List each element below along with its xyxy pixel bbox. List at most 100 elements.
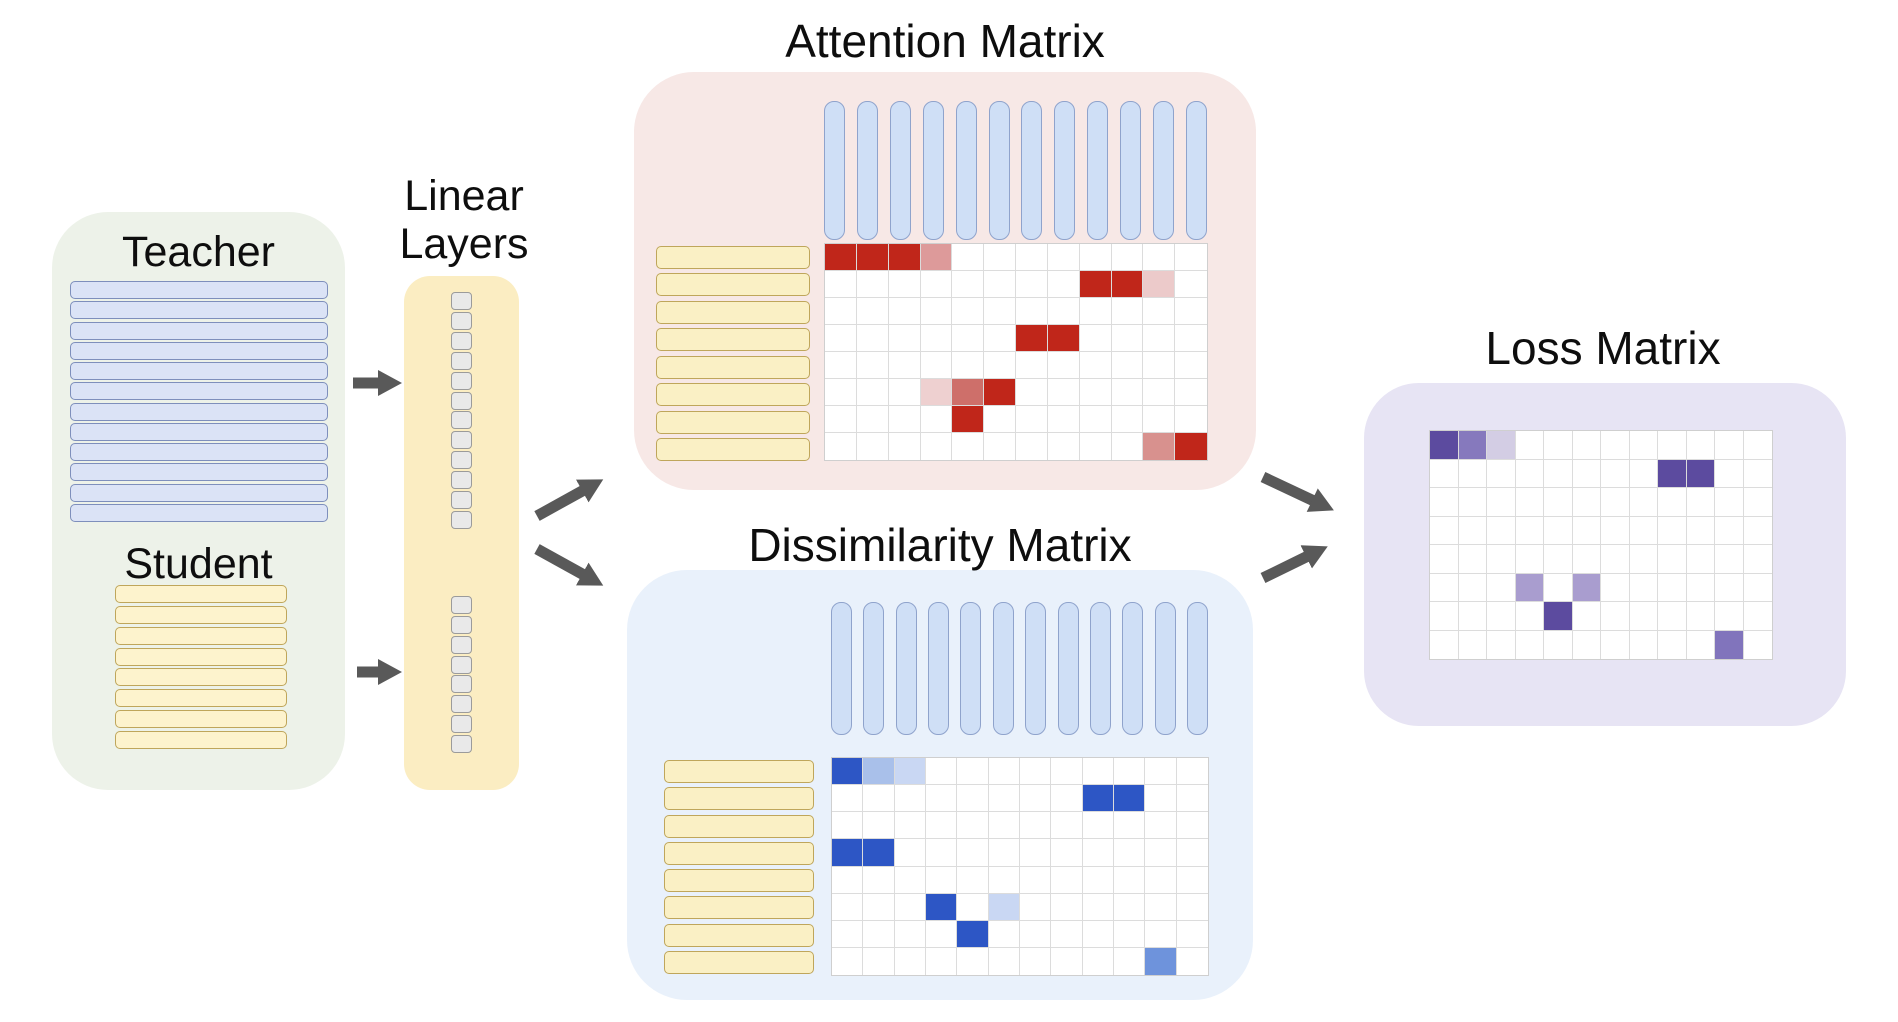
loss-cell [1487,630,1516,659]
dissimilarity-cell [1176,785,1208,813]
dissimilarity-cell [832,812,864,840]
dissimilarity-cell [832,893,864,921]
teacher-row [70,443,328,462]
linear-layers-box [404,276,519,790]
dissimilarity-cell [863,785,895,813]
loss-cell [1715,516,1744,545]
loss-cell [1458,431,1487,460]
dissimilarity-cell [1082,920,1114,948]
loss-cell [1458,516,1487,545]
dissimilarity-cell [1145,947,1177,975]
attention-cell [1080,433,1112,460]
loss-cell [1743,602,1772,631]
teacher-student-panel: Teacher Student [52,212,345,790]
dissimilarity-row-headers [664,760,814,974]
loss-cell [1572,431,1601,460]
dissimilarity-cell [1051,839,1083,867]
attention-cell [856,406,889,433]
dissimilarity-cell [894,758,926,786]
attention-cell [984,271,1016,298]
dissimilarity-column-capsule [928,602,950,735]
loss-cell [1430,602,1459,631]
attention-cell [952,271,985,298]
dissimilarity-cell [1020,947,1052,975]
loss-cell [1515,488,1544,517]
attention-cell [1016,271,1048,298]
attention-cell [984,406,1016,433]
loss-matrix-title: Loss Matrix [1485,322,1721,374]
dissimilarity-cell [832,947,864,975]
dissimilarity-cell [1051,947,1083,975]
linear-cell [451,675,472,694]
attention-cell [1079,325,1112,352]
loss-cell [1516,630,1544,659]
loss-cell [1601,488,1630,517]
attention-cell [888,271,921,298]
dissimilarity-cell [988,920,1020,948]
loss-cell [1487,545,1516,574]
attention-cell [1143,433,1176,460]
student-row [115,605,287,624]
dissimilarity-cell [1082,866,1114,894]
attention-cell [1111,244,1144,271]
dissimilarity-column-capsule [1025,602,1047,735]
attention-cell [920,379,953,406]
linear-layers-label-line2: Layers [399,220,529,268]
attention-cell [1047,271,1080,298]
dissimilarity-matrix-panel [627,570,1253,1000]
attention-cell [856,325,889,352]
linear-cell [451,431,472,450]
attention-cell [1175,406,1207,433]
loss-cell [1601,602,1630,631]
attention-cell [984,244,1016,271]
dissimilarity-row-header [664,814,814,838]
loss-cell [1515,545,1544,574]
attention-cell [1111,298,1144,325]
attention-column-capsule [1120,101,1142,240]
loss-cell [1544,573,1573,602]
attention-cell [1079,271,1112,298]
loss-cell [1458,545,1487,574]
attention-cell [857,433,889,460]
loss-cell [1544,602,1573,631]
attention-column-capsule [1021,101,1043,240]
attention-cell [825,244,857,271]
loss-cell [1601,459,1630,488]
loss-cell [1458,488,1487,517]
attention-cell [1016,352,1048,379]
loss-matrix-panel [1364,383,1846,726]
dissimilarity-cell [1083,947,1114,975]
attention-cell [825,271,857,298]
loss-cell [1515,573,1544,602]
loss-cell [1630,630,1658,659]
loss-cell [1544,516,1573,545]
attention-row-header [656,437,810,461]
loss-cell [1629,545,1658,574]
dissimilarity-cell [1114,785,1146,813]
student-row [115,585,287,603]
arrow-dissimilarity-to-loss [1260,545,1328,583]
linear-cell [451,292,472,310]
dissimilarity-cell [988,893,1020,921]
dissimilarity-cell [1051,785,1083,813]
student-label: Student [124,540,273,588]
attention-cell [888,352,921,379]
dissimilarity-cell [957,947,989,975]
dissimilarity-row-header [664,896,814,920]
loss-cell [1487,516,1516,545]
attention-cell [1111,352,1144,379]
dissimilarity-cell [957,893,989,921]
attention-cell [856,271,889,298]
dissimilarity-cell [1082,758,1114,786]
attention-cell [1048,433,1080,460]
attention-cell [825,325,857,352]
loss-cell [1544,488,1573,517]
loss-cell [1430,516,1459,545]
loss-cell [1686,488,1715,517]
loss-cell [1658,573,1687,602]
attention-cell [825,433,857,460]
attention-cell [952,325,985,352]
attention-cell [888,298,921,325]
attention-cell [952,244,985,271]
dissimilarity-cell [1114,839,1146,867]
